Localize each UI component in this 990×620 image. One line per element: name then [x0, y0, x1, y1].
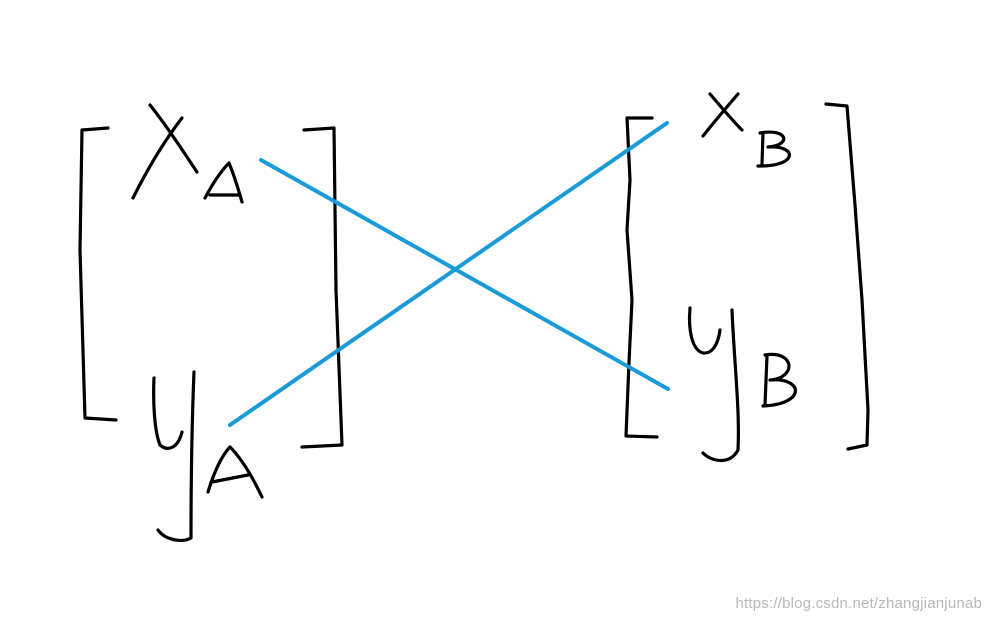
connector-ya-to-xb — [228, 121, 669, 427]
connector-xa-to-yb — [259, 158, 670, 391]
right-matrix-close-bracket — [824, 102, 870, 451]
watermark-text: https://blog.csdn.net/zhangjianjunab — [735, 595, 982, 612]
right-matrix — [624, 92, 870, 463]
right-matrix-x-entry — [701, 92, 791, 168]
left-matrix-y-entry — [152, 370, 264, 542]
left-matrix-x-entry — [131, 103, 244, 204]
left-matrix-close-bracket — [300, 126, 344, 449]
right-matrix-open-bracket — [624, 116, 659, 439]
left-matrix-open-bracket — [78, 126, 118, 422]
right-matrix-y-entry — [687, 306, 797, 463]
left-matrix — [78, 103, 344, 542]
